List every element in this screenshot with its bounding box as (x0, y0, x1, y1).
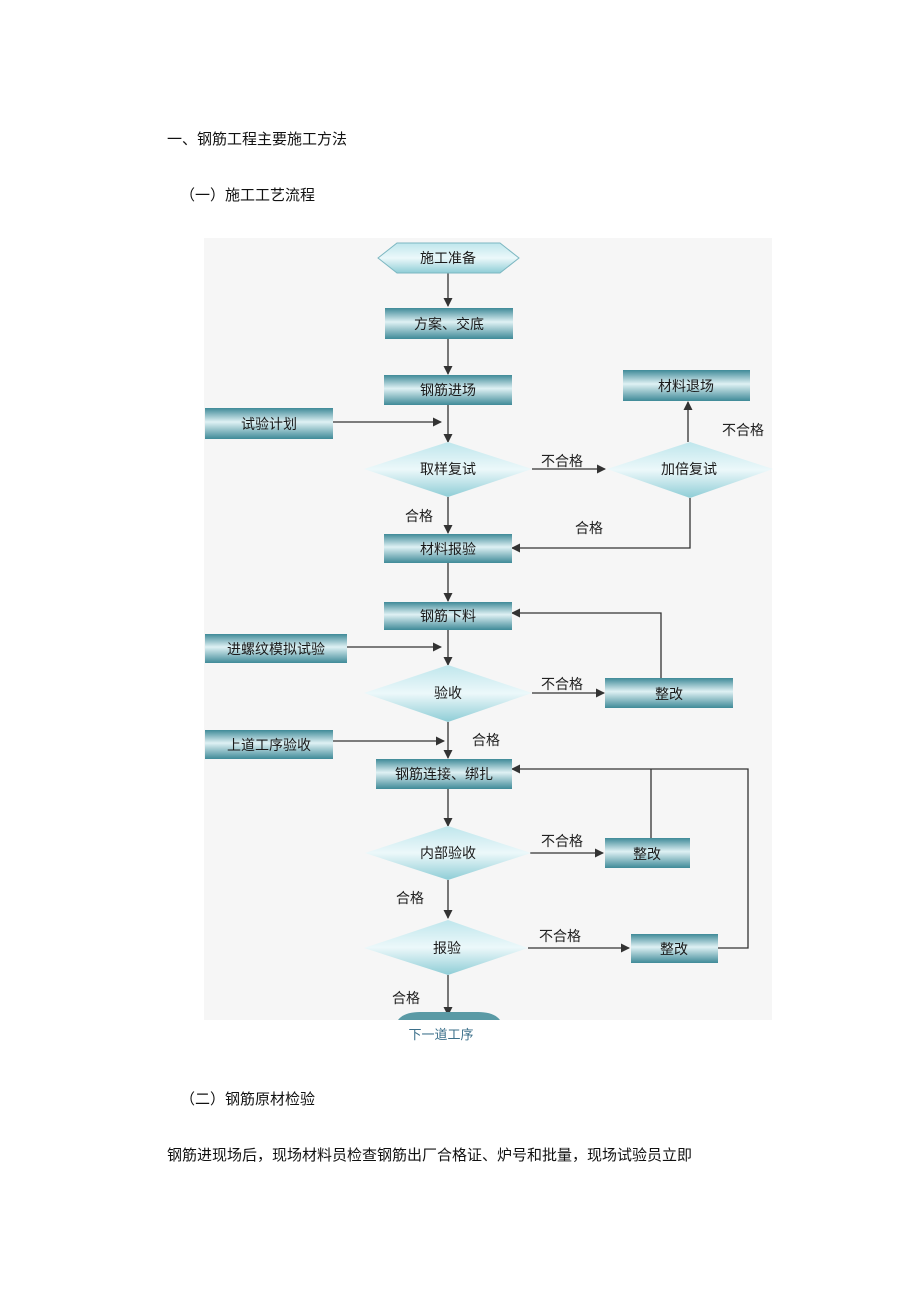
node-sample-diamond: 取样复试 (364, 442, 532, 497)
label-fail-double: 不合格 (722, 423, 764, 439)
svg-text:钢筋进场: 钢筋进场 (420, 382, 476, 399)
svg-text:施工准备: 施工准备 (420, 250, 476, 267)
edge-fix3-connect (511, 764, 749, 949)
svg-text:材料退场: 材料退场 (658, 379, 714, 395)
node-accept-diamond: 验收 (364, 665, 532, 722)
svg-text:钢筋连接、绑扎: 钢筋连接、绑扎 (395, 766, 493, 783)
label-fail-inspect: 不合格 (539, 929, 581, 945)
node-return: 材料退场 (623, 370, 750, 401)
svg-text:整改: 整改 (660, 942, 688, 958)
node-test-plan: 试验计划 (205, 408, 333, 439)
node-thread-test: 进螺纹模拟试验 (205, 634, 347, 663)
node-connect: 钢筋连接、绑扎 (376, 759, 512, 789)
label-pass-accept: 合格 (472, 733, 500, 749)
subsection-heading-material-inspection: （二）钢筋原材检验 (180, 1090, 316, 1108)
svg-text:上道工序验收: 上道工序验收 (227, 738, 311, 754)
svg-text:加倍复试: 加倍复试 (661, 461, 717, 478)
svg-text:钢筋下料: 钢筋下料 (420, 608, 476, 625)
label-pass-inspect: 合格 (392, 991, 420, 1007)
svg-text:试验计划: 试验计划 (241, 417, 297, 433)
svg-text:整改: 整改 (655, 687, 683, 703)
body-paragraph: 钢筋进现场后，现场材料员检查钢筋出厂合格证、炉号和批量，现场试验员立即 (167, 1146, 693, 1164)
label-pass-sample: 合格 (405, 509, 433, 525)
node-internal-diamond: 内部验收 (365, 826, 531, 880)
node-plan: 方案、交底 (385, 308, 513, 339)
svg-text:方案、交底: 方案、交底 (414, 316, 484, 333)
subsection-heading-process-flow: （一）施工工艺流程 (180, 186, 316, 204)
node-cut: 钢筋下料 (384, 602, 512, 630)
svg-text:进螺纹模拟试验: 进螺纹模拟试验 (227, 642, 325, 658)
node-next: 下一道工序 (398, 1012, 500, 1043)
node-fix-2: 整改 (605, 838, 690, 868)
label-pass-internal: 合格 (396, 891, 424, 907)
label-fail-accept: 不合格 (541, 677, 583, 693)
edge-fix1-cut (511, 608, 662, 678)
section-heading-rebar-methods: 一、钢筋工程主要施工方法 (167, 130, 348, 148)
svg-text:报验: 报验 (433, 941, 461, 957)
svg-text:取样复试: 取样复试 (420, 461, 476, 478)
svg-text:材料报验: 材料报验 (420, 542, 476, 558)
connectors (333, 270, 749, 1016)
label-pass-double: 合格 (575, 521, 603, 537)
svg-text:整改: 整改 (633, 847, 661, 863)
node-prep: 施工准备 (377, 242, 520, 274)
label-fail-internal: 不合格 (541, 834, 583, 850)
node-double-diamond: 加倍复试 (607, 442, 773, 498)
node-fix-3: 整改 (631, 934, 718, 963)
node-enter: 钢筋进场 (384, 375, 512, 405)
node-fix-1: 整改 (605, 678, 733, 708)
svg-text:内部验收: 内部验收 (420, 846, 476, 862)
node-prev-accept: 上道工序验收 (205, 730, 333, 759)
edge-double-report (511, 498, 691, 553)
svg-text:验收: 验收 (434, 686, 462, 702)
node-report: 材料报验 (384, 534, 512, 563)
node-inspect-diamond: 报验 (364, 920, 528, 975)
label-fail-sample: 不合格 (541, 454, 583, 470)
svg-text:下一道工序: 下一道工序 (408, 1028, 473, 1043)
